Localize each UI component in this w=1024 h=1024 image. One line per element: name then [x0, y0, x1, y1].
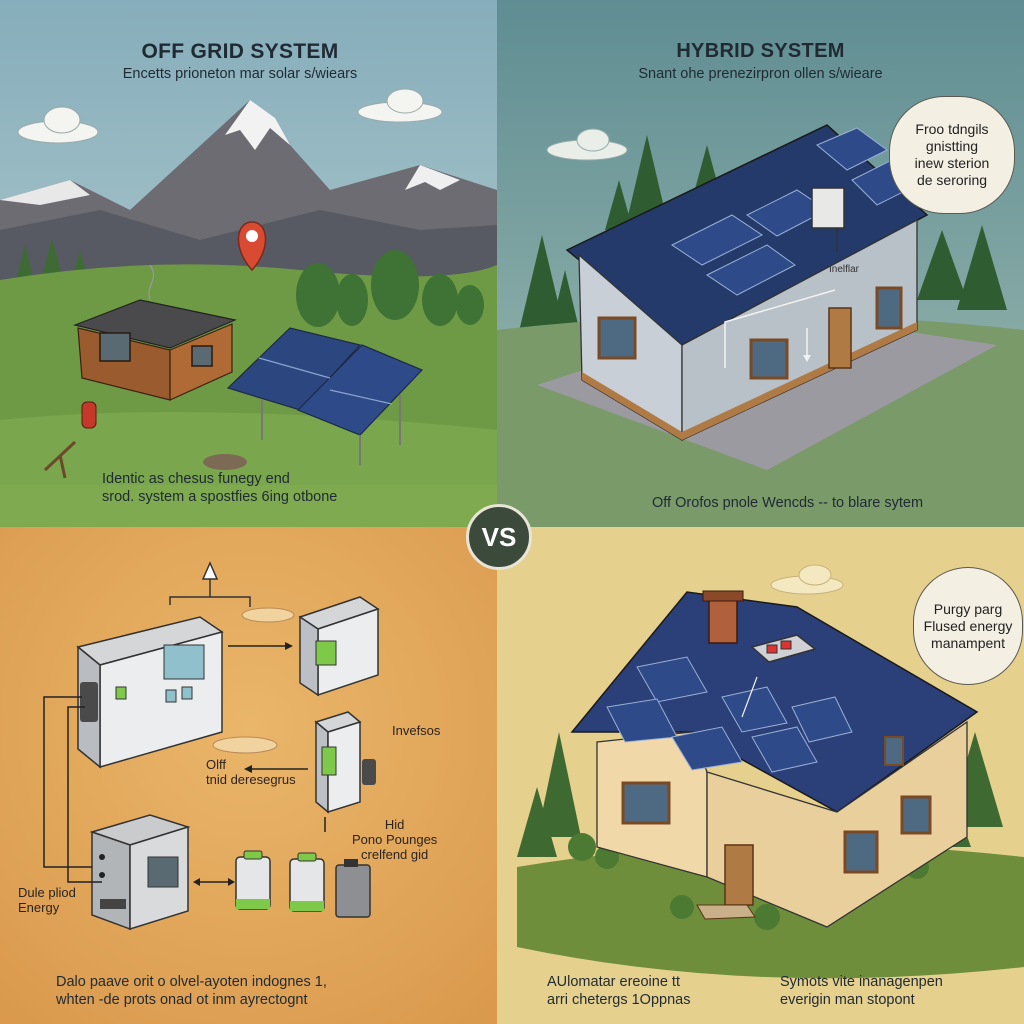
label-inverter: Invefsos [392, 723, 441, 738]
off-grid-caption-line: Identic as chesus funegy end [102, 471, 290, 487]
components-panel: Invefsos Olff tnid deresegrus Hid Pono P… [0, 527, 497, 1024]
battery-icon [235, 850, 271, 910]
energy-management-panel: Purgy parg Flused energy manampent AUlom… [497, 527, 1024, 1024]
caption-line: arri chetergs 1Oppnas [547, 992, 691, 1008]
hybrid-callout-bubble: Froo tdngils gnistting inew sterion de s… [889, 96, 1015, 214]
energy-caption-right: Symots vite inanagenpen everigin man sto… [780, 973, 1010, 1009]
bubble-line: manampent [931, 634, 1005, 651]
energy-callout-bubble: Purgy parg Flused energy manampent [913, 567, 1023, 685]
off-grid-title: OFF GRID SYSTEM [141, 40, 339, 63]
bubble-line: Flused energy [923, 617, 1013, 634]
cloud-icon [17, 88, 443, 144]
off-grid-subtitle: Encetts prioneton mar solar s/wiears [122, 66, 358, 82]
log-cabin [72, 264, 237, 401]
caption-line: AUlomatar ereoine tt [547, 974, 680, 990]
caption-line: whten -de prots onad ot inm ayrectognt [56, 992, 308, 1008]
label-line: Dule pliod [18, 885, 76, 900]
off-grid-caption: Identic as chesus funegy end srod. syste… [102, 470, 482, 506]
hybrid-panel: HYBRID SYSTEM Snant ohe prenezirpron oll… [497, 0, 1024, 527]
cloud-icon [546, 128, 628, 161]
label-dual-energy: Dule pliod Energy [18, 885, 76, 915]
cloud-icon [212, 607, 295, 754]
components-diagram [0, 527, 497, 1024]
off-grid-illustration [0, 0, 497, 527]
bubble-line: de seroring [916, 172, 988, 188]
energy-caption-left: AUlomatar ereoine tt arri chetergs 1Oppn… [547, 973, 767, 1009]
inverter-box [811, 187, 845, 252]
cloud-icon [770, 564, 844, 595]
monitor-device [298, 596, 380, 697]
label-line: Olff [206, 757, 226, 772]
inverter-unit [314, 711, 376, 814]
hybrid-illustration [497, 0, 1024, 527]
roof-solar-panels [606, 656, 853, 773]
location-pin-icon [237, 221, 267, 272]
upward-arrow-icon [169, 561, 251, 607]
bubble-line: Purgy parg [933, 600, 1003, 617]
off-grid-panel: OFF GRID SYSTEM Encetts prioneton mar so… [0, 0, 497, 527]
bubble-line: gnistting [925, 138, 979, 154]
off-grid-caption-line: srod. system a spostfies 6ing otbone [102, 489, 338, 505]
label-line: tnid deresegrus [206, 772, 296, 787]
label-off-grid: Olff tnid deresegrus [206, 757, 296, 787]
hybrid-subtitle: Snant ohe prenezirpron ollen s/wieare [638, 66, 883, 82]
energy-controller [750, 634, 817, 663]
label-line: crelfend gid [361, 847, 429, 862]
house-sign: Inelflar [829, 264, 860, 275]
label-line: Hid [384, 817, 405, 832]
hybrid-caption: Off Orofos pnole Wencds -- to blare syte… [652, 495, 924, 511]
battery-icon [335, 859, 371, 918]
label-hybrid-grid: Hid Pono Pounges crelfend gid [352, 817, 437, 862]
caption-line: everigin man stopont [780, 992, 915, 1008]
bubble-line: inew sterion [914, 155, 990, 171]
chimney [702, 590, 744, 644]
battery-bank [89, 814, 191, 931]
versus-badge: VS [466, 504, 532, 570]
battery-icon [289, 852, 325, 912]
components-caption: Dalo paave orit o olvel-ayoten indognes … [56, 973, 476, 1009]
caption-line: Symots vite inanagenpen [780, 974, 943, 990]
caption-line: Dalo paave orit o olvel-ayoten indognes … [56, 974, 327, 990]
bubble-line: Froo tdngils [915, 121, 989, 137]
charge-controller [76, 616, 224, 769]
hybrid-title: HYBRID SYSTEM [676, 40, 845, 62]
solar-array [226, 327, 424, 465]
label-line: Pono Pounges [352, 832, 438, 847]
label-line: Energy [18, 900, 60, 915]
